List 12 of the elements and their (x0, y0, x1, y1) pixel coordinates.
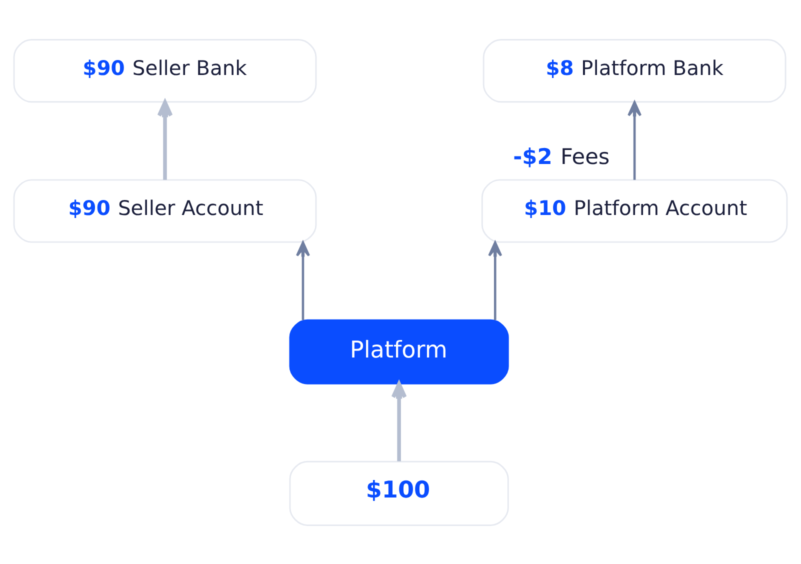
node-box: $100 (289, 460, 509, 526)
node-box: $10 Platform Account (481, 178, 788, 242)
node-box: Platform (289, 318, 509, 384)
arrow (391, 381, 407, 461)
arrow (157, 100, 173, 180)
edge-label: -$2 Fees (513, 144, 610, 170)
arrow (628, 100, 642, 180)
arrow (296, 240, 310, 320)
node-box: $90 Seller Bank (13, 38, 317, 102)
node-box: $8 Platform Bank (482, 38, 786, 102)
node-box: $90 Seller Account (13, 178, 317, 242)
arrow (488, 240, 502, 320)
